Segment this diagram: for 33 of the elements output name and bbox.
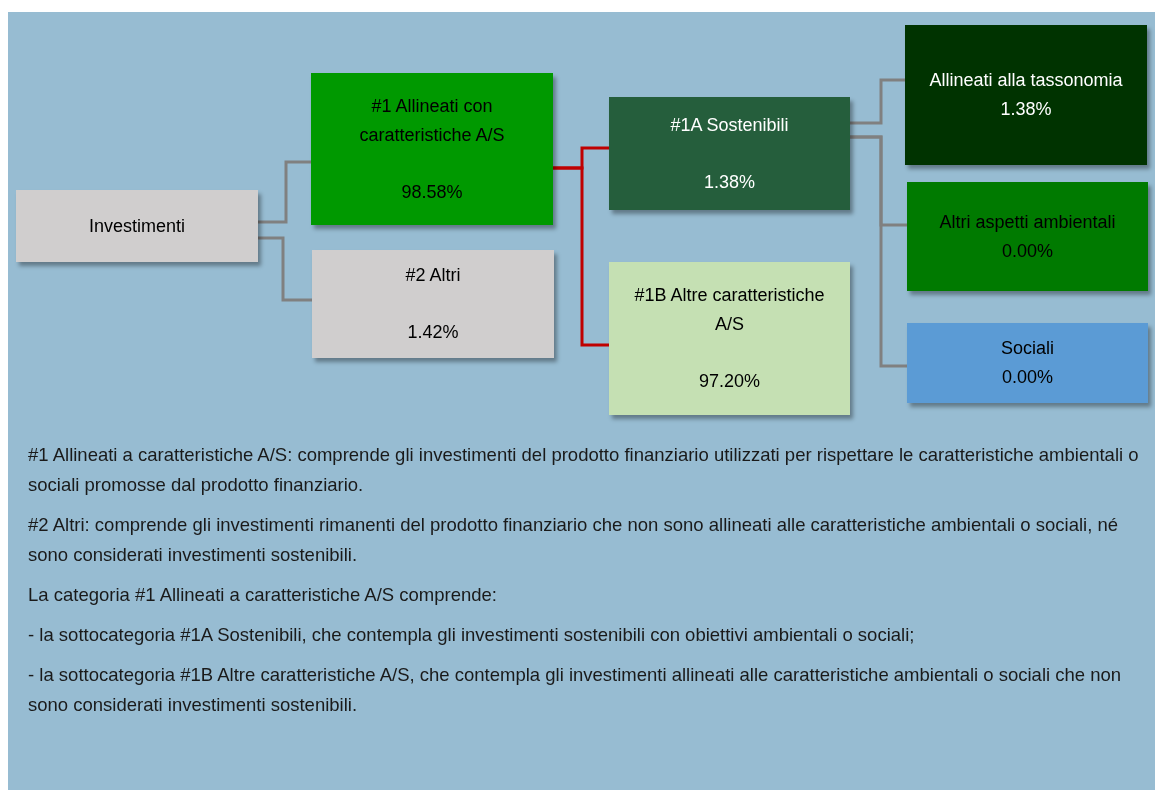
connector-line: [258, 160, 311, 224]
category-box: [609, 262, 850, 415]
note-paragraph: - la sottocategoria #1B Altre caratteristiche A/S, che contempla gli investimenti allineati alle caratteristiche ambientali o sociali che non sono considerati investimenti sostenibili.: [28, 663, 1123, 717]
connector-line: [553, 166, 609, 347]
connector-line: [258, 236, 312, 302]
category-box: [609, 97, 850, 210]
connector-line: [850, 78, 905, 125]
category-name: #1A Sostenibili: [670, 113, 789, 137]
percentage-value: 97.20%: [698, 370, 761, 393]
percentage-value: 1.42%: [407, 321, 459, 344]
category-name: Allineati alla tassonomia: [929, 69, 1123, 92]
category-name: Investimenti: [88, 214, 185, 238]
category-box: [907, 182, 1148, 291]
category-name: Altri aspetti ambientali: [939, 210, 1116, 234]
category-box: [905, 25, 1147, 165]
connector-line: [850, 135, 907, 368]
category-box: [311, 73, 553, 225]
percentage-value: 1.38%: [1000, 98, 1052, 121]
category-name: #1 Allineati con caratteristiche A/S: [358, 94, 506, 147]
category-name: #1B Altre caratteristiche A/S: [633, 284, 826, 336]
category-name: Sociali: [1001, 337, 1054, 360]
percentage-value: 1.38%: [703, 170, 755, 194]
note-paragraph: - la sottocategoria #1A Sostenibili, che contempla gli investimenti sostenibili con obiettivi ambientali o sociali;: [28, 623, 916, 647]
note-paragraph: #1 Allineati a caratteristiche A/S: comprende gli investimenti del prodotto finanziario utilizzati per rispettare le caratteristiche ambientali o sociali promosse dal prodotto finanziario.: [28, 443, 1140, 497]
percentage-value: 0.00%: [1001, 366, 1053, 389]
percentage-value: 98.58%: [401, 180, 463, 204]
percentage-value: 0.00%: [1001, 239, 1053, 263]
note-paragraph: #2 Altri: comprende gli investimenti rimanenti del prodotto finanziario che non sono allineati alle caratteristiche ambientali o sociali, né sono considerati investimenti sostenibili.: [28, 513, 1120, 567]
category-box: [312, 250, 554, 358]
category-box: [16, 190, 258, 262]
category-box: [907, 323, 1148, 403]
note-paragraph: La categoria #1 Allineati a caratteristiche A/S comprende:: [28, 583, 498, 607]
category-name: #2 Altri: [405, 264, 461, 287]
